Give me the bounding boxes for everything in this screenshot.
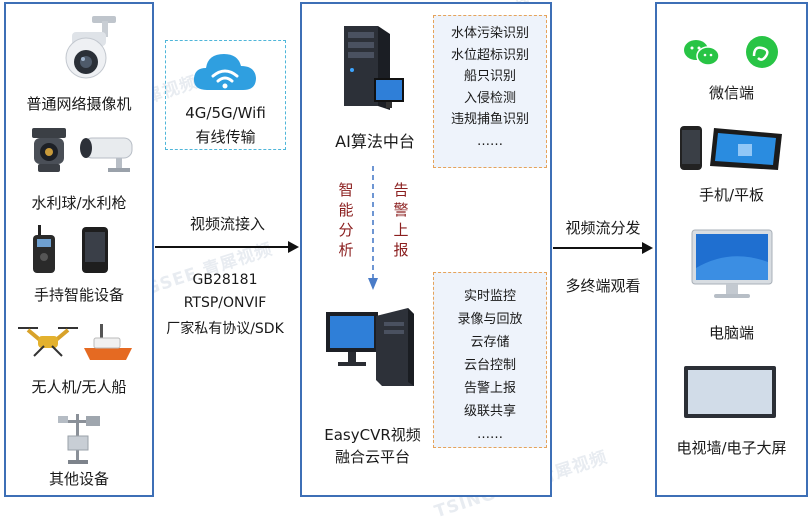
protocol-label: 厂家私有协议/SDK <box>166 321 284 337</box>
workstation-icon <box>326 308 414 386</box>
device-label: 其他设备 <box>48 470 109 488</box>
distribute-label: 视频流分发 <box>565 219 641 237</box>
transmission-label: 有线传输 <box>195 128 256 146</box>
ai-features-list: 水体污染识别 水位超标识别 船只识别 入侵检测 违规捕鱼识别 …… <box>433 23 547 152</box>
flow-arrow <box>368 166 378 290</box>
ai-feature-item: 水位超标识别 <box>450 47 529 63</box>
phone-tablet-icon <box>680 126 782 170</box>
analysis-label: 智 能 分 析 <box>338 181 354 259</box>
distribute-arrow-head <box>642 242 653 254</box>
ai-feature-item: 船只识别 <box>463 69 516 84</box>
platform-feature-item: 级联共享 <box>463 404 516 419</box>
terminal-label: 微信端 <box>708 84 754 102</box>
platform-feature-item: 实时监控 <box>463 289 516 304</box>
tv-screen-icon <box>684 366 776 418</box>
alarm-report-label: 告 警 上 报 <box>393 181 409 259</box>
terminal-label: 手机/平板 <box>698 186 765 204</box>
server-icon <box>344 26 404 110</box>
cloud-wifi-icon <box>193 54 256 90</box>
sensor-pole-icon <box>58 414 100 464</box>
device-label: 无人机/无人船 <box>31 378 127 396</box>
protocol-label: RTSP/ONVIF <box>183 295 267 311</box>
platform-feature-item: …… <box>477 427 503 442</box>
ai-center-label: AI算法中台 <box>335 132 415 151</box>
ai-feature-item: 违规捕鱼识别 <box>450 112 529 127</box>
handheld-device-icon <box>33 225 108 273</box>
platform-label: EasyCVR视频 <box>324 426 421 444</box>
ai-feature-item: …… <box>477 133 503 149</box>
protocol-label: GB28181 <box>192 272 258 288</box>
ai-feature-item: 水体污染识别 <box>450 26 529 41</box>
platform-feature-item: 告警上报 <box>463 381 516 396</box>
platform-label: 融合云平台 <box>334 448 410 466</box>
dome-camera-icon <box>65 16 116 79</box>
bullet-camera-icon <box>32 128 133 172</box>
platform-features-box <box>433 272 547 448</box>
ingest-arrow-head <box>288 241 299 253</box>
platform-feature-item: 云存储 <box>470 335 510 350</box>
platform-features-list: 实时监控 录像与回放 云存储 云台控制 告警上报 级联共享 …… <box>433 285 547 446</box>
terminal-label: 电视墙/电子大屏 <box>676 439 787 457</box>
wechat-icon <box>684 36 778 68</box>
transmission-label: 4G/5G/Wifi <box>185 104 266 122</box>
distribute-label: 多终端观看 <box>565 277 641 295</box>
ingest-arrow <box>155 246 289 248</box>
monitor-icon <box>691 229 773 298</box>
device-label: 手持智能设备 <box>33 286 124 304</box>
platform-feature-item: 录像与回放 <box>457 312 523 327</box>
terminal-label: 电脑端 <box>708 324 754 342</box>
ingest-arrow-label: 视频流接入 <box>189 215 265 233</box>
ai-features-box <box>433 15 547 168</box>
device-label: 水利球/水利枪 <box>31 194 127 212</box>
transmission-box <box>165 40 286 150</box>
distribute-arrow <box>553 247 643 249</box>
device-label: 普通网络摄像机 <box>26 95 132 113</box>
drone-icon <box>18 324 132 360</box>
platform-feature-item: 云台控制 <box>463 358 516 373</box>
ai-feature-item: 入侵检测 <box>463 90 516 106</box>
